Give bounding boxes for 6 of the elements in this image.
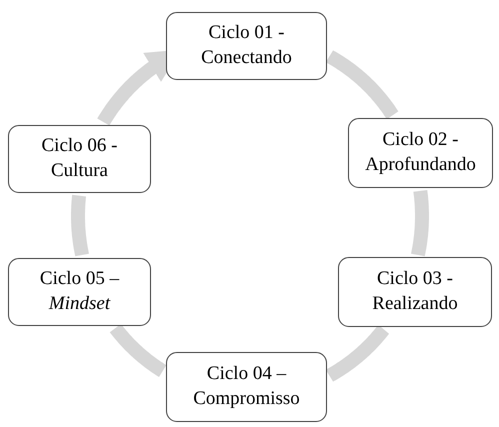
cycle-box: Ciclo 03 - Realizando <box>338 257 492 327</box>
cycle-box: Ciclo 05 – Mindset <box>8 258 151 326</box>
cycle-box: Ciclo 01 - Conectando <box>166 12 327 80</box>
cycle-box: Ciclo 06 - Cultura <box>8 125 151 193</box>
cycle-box: Ciclo 04 – Compromisso <box>166 352 327 422</box>
cycle-box: Ciclo 02 - Aprofundando <box>348 118 493 188</box>
